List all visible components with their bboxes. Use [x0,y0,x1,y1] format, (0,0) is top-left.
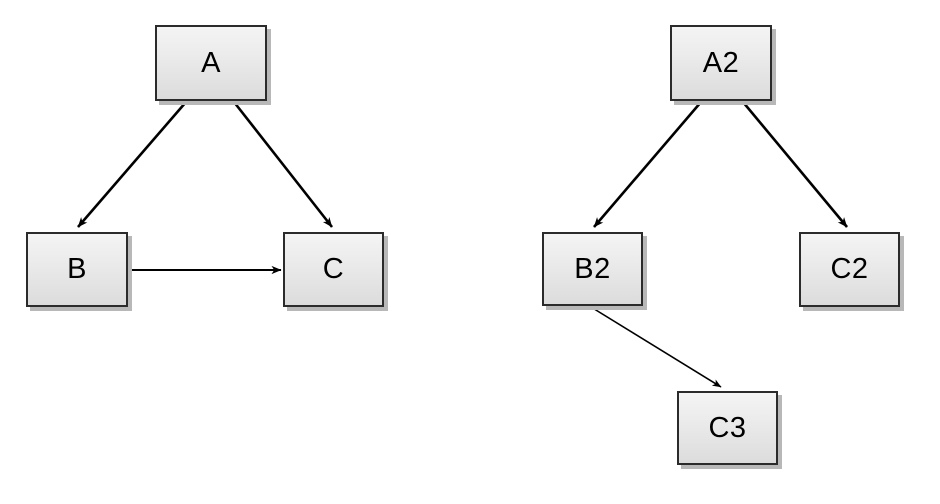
edge-a2-to-c2 [742,101,848,228]
node-c[interactable]: C [283,232,384,307]
node-a2-label: A2 [702,46,740,79]
node-b[interactable]: B [26,232,128,307]
edge-b2-to-c3 [590,306,722,388]
node-c-label: C [322,253,345,285]
node-c2[interactable]: C2 [799,232,900,307]
node-c3[interactable]: C3 [677,391,778,465]
node-c3-label: C3 [708,411,747,444]
node-c2-label: C2 [830,253,869,285]
edge-a-to-b [77,101,187,228]
edge-a2-to-b2 [593,101,702,228]
node-b2[interactable]: B2 [542,232,643,306]
node-a[interactable]: A [155,25,267,101]
node-a-label: A [201,46,221,79]
node-b2-label: B2 [574,252,611,285]
node-a2[interactable]: A2 [670,25,772,101]
node-b-label: B [67,253,87,285]
edge-a-to-c [232,101,334,228]
